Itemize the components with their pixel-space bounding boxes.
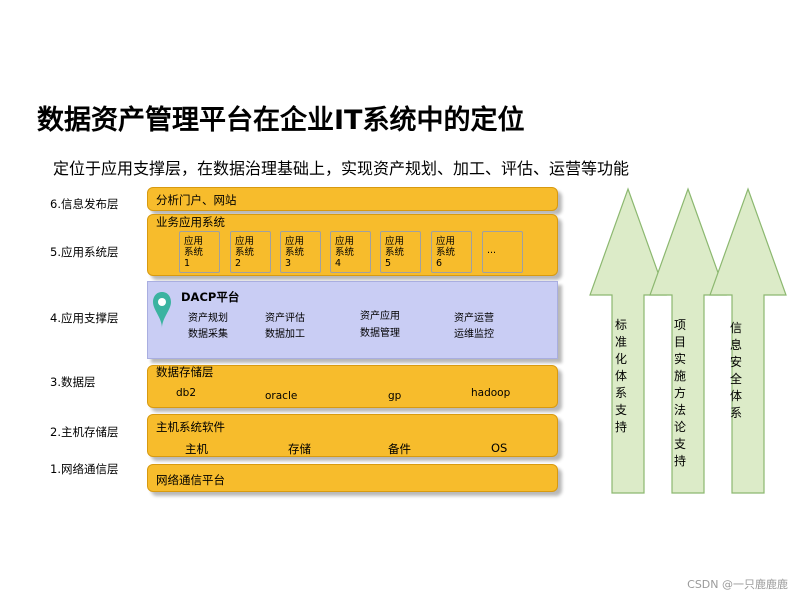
layer-label-5: 5.应用系统层	[50, 245, 119, 259]
layer-4-panel: DACP平台 资产规划 资产评估 资产应用 资产运营 数据采集 数据加工 数据管…	[147, 281, 558, 359]
platform-name: DACP平台	[181, 290, 240, 304]
layer-6-bar: 分析门户、网站	[147, 187, 558, 211]
layer-2-bar: 主机系统软件 主机 存储 备件 OS	[147, 414, 558, 457]
host-item: OS	[491, 441, 508, 455]
data-store-item: hadoop	[471, 387, 511, 399]
data-store-item: gp	[388, 390, 402, 402]
layer-label-1: 1.网络通信层	[50, 462, 119, 476]
host-item: 主机	[185, 442, 208, 456]
layer-6-title: 分析门户、网站	[156, 193, 237, 207]
watermark: CSDN @一只鹿鹿鹿	[687, 578, 788, 591]
support-item: 资产运营	[454, 313, 494, 324]
layer-1-title: 网络通信平台	[156, 473, 225, 487]
support-item: 资产应用	[360, 311, 400, 322]
arrow-label-3: 信息安全体系	[729, 321, 742, 420]
layer-label-3: 3.数据层	[50, 375, 96, 389]
app-system-more: ...	[482, 231, 523, 273]
support-item: 资产规划	[188, 313, 228, 324]
page-subtitle: 定位于应用支撑层，在数据治理基础上，实现资产规划、加工、评估、运营等功能	[53, 159, 630, 178]
layer-label-4: 4.应用支撑层	[50, 311, 119, 325]
page-title: 数据资产管理平台在企业IT系统中的定位	[37, 105, 525, 136]
layer-label-2: 2.主机存储层	[50, 425, 119, 439]
arrow-label-1: 标准化体系支持	[614, 318, 627, 434]
location-pin-icon	[153, 292, 171, 328]
arrow-up-3	[709, 187, 787, 494]
layer-2-title: 主机系统软件	[156, 420, 225, 434]
support-item: 数据采集	[188, 329, 228, 340]
data-store-item: db2	[176, 387, 197, 399]
arrow-label-2: 项目实施方法论支持	[673, 318, 686, 468]
layer-label-6: 6.信息发布层	[50, 197, 119, 211]
support-item: 资产评估	[265, 313, 305, 324]
layer-3-title: 数据存储层	[156, 365, 214, 379]
host-item: 存储	[288, 442, 311, 456]
data-store-item: oracle	[265, 390, 298, 402]
host-item: 备件	[388, 442, 411, 456]
layer-1-bar: 网络通信平台	[147, 464, 558, 492]
layer-5-title: 业务应用系统	[156, 215, 225, 229]
layer-3-bar: 数据存储层 db2 oracle gp hadoop	[147, 365, 558, 408]
support-item: 数据加工	[265, 329, 305, 340]
support-item: 运维监控	[454, 329, 494, 340]
support-item: 数据管理	[360, 328, 400, 339]
